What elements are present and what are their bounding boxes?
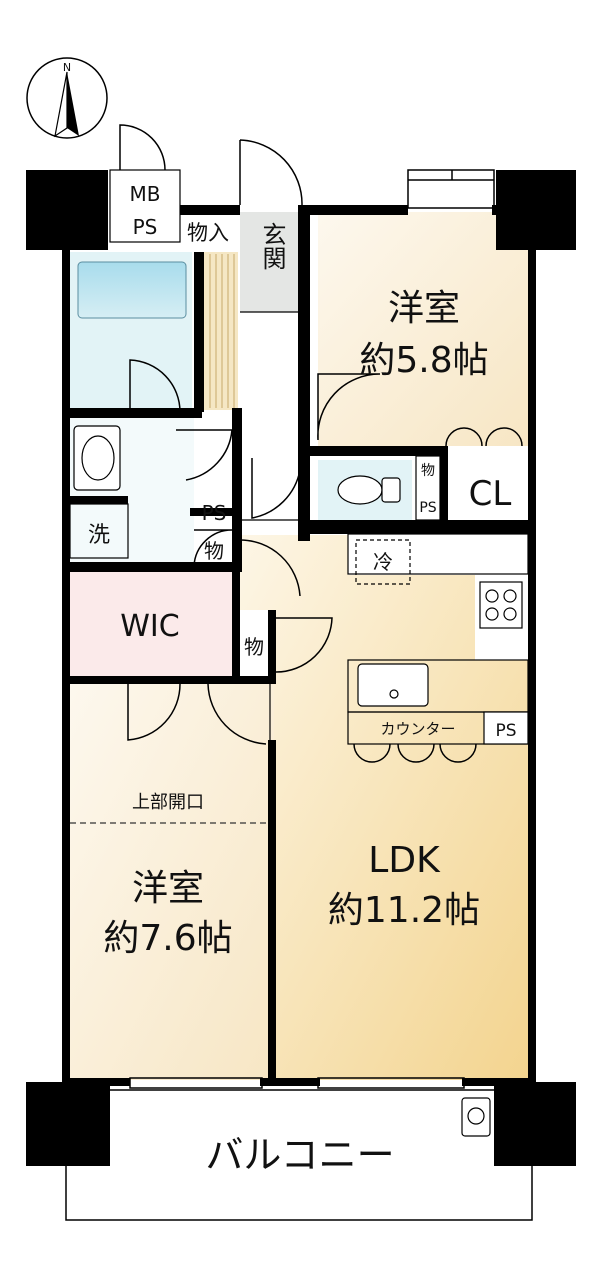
- ldk-size: 約11.2帖: [328, 890, 480, 931]
- bedroom1-name: 洋室: [388, 288, 460, 329]
- north-label: N: [63, 61, 71, 74]
- ldk-name: LDK: [368, 840, 441, 881]
- window-frames: [65, 169, 533, 1221]
- upper-opening-label: 上部開口: [132, 792, 204, 813]
- bedroom2-name: 洋室: [132, 868, 204, 909]
- kitchen-ps-label: PS: [495, 721, 516, 741]
- kitchen-sink: [357, 663, 429, 707]
- washbasin-fixture: [73, 425, 121, 491]
- stove-icon: [479, 581, 523, 629]
- toilet-ps-label: PS: [419, 500, 436, 516]
- wic-label: WIC: [120, 609, 179, 644]
- ldk-floor: [240, 535, 528, 1080]
- compass: N: [26, 57, 108, 139]
- bedroom2-floor: [70, 680, 274, 1080]
- laundry-label: 洗: [88, 523, 110, 548]
- entrance-floor: [240, 212, 302, 312]
- fridge-label: 冷: [373, 550, 393, 574]
- balcony-tap-icon: [461, 1097, 491, 1137]
- wash-storage-label: 物: [204, 539, 224, 563]
- mbps-label: PS: [133, 215, 158, 239]
- storage-shelf-lines: [209, 254, 235, 408]
- entrance-label: 玄関: [258, 222, 286, 270]
- bedroom1-size: 約5.8帖: [359, 340, 488, 381]
- wash-ps-label: PS: [202, 501, 227, 525]
- walls: [26, 170, 576, 1166]
- bedroom1-floor: [318, 212, 528, 446]
- toilet-fixture: [337, 475, 401, 505]
- wic-floor: [70, 570, 238, 676]
- storage-floor: [204, 252, 238, 410]
- partitions: [69, 169, 529, 1078]
- storage-in-label: 物入: [187, 221, 229, 245]
- closet-label: CL: [469, 474, 512, 514]
- door-swings: [119, 124, 523, 763]
- mb-label: MB: [130, 182, 161, 206]
- bedroom2-size: 約7.6帖: [103, 918, 232, 959]
- hall-storage-label: 物: [244, 635, 264, 659]
- balcony-label: バルコニー: [205, 1133, 394, 1177]
- toilet-storage-label: 物: [421, 463, 435, 479]
- bathtub: [77, 261, 187, 319]
- counter-label: カウンター: [380, 720, 455, 738]
